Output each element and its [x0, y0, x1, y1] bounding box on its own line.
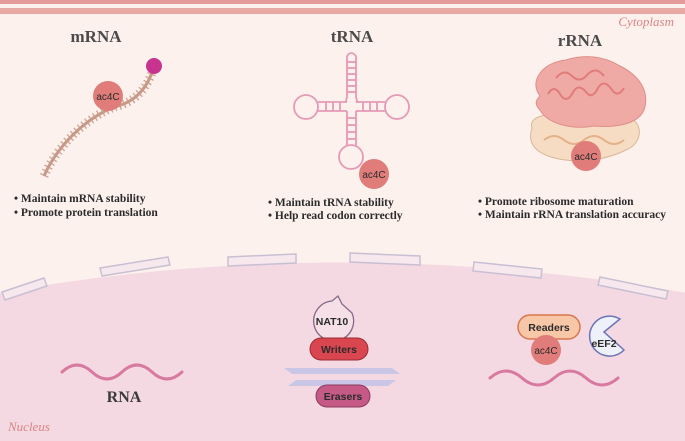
svg-text:Erasers: Erasers — [324, 391, 363, 403]
rna-label: RNA — [107, 389, 142, 406]
svg-text:Readers: Readers — [528, 322, 570, 334]
rrna-ac4c-marker: ac4C — [571, 141, 601, 171]
mrna-5prime-cap-icon — [146, 58, 162, 74]
svg-text:ac4C: ac4C — [96, 92, 119, 103]
trna-cloverleaf-icon — [293, 52, 410, 170]
nuclear-envelope — [1, 252, 669, 301]
rrna-functions-list: • Promote ribosome maturation • Maintain… — [478, 196, 666, 221]
reader-rna-strand-icon — [488, 369, 620, 387]
nucleus-ac4c-marker: ac4C — [531, 335, 561, 365]
eef2-label: eEF2 — [591, 338, 616, 350]
mrna-function-2: • Promote protein translation — [14, 207, 158, 219]
rrna-function-2: • Maintain rRNA translation accuracy — [478, 209, 666, 221]
rrna-function-1: • Promote ribosome maturation — [478, 196, 634, 208]
mrna-functions-list: • Maintain mRNA stability • Promote prot… — [14, 193, 158, 219]
cell-membrane-inner — [0, 8, 685, 14]
erasers-pill: Erasers — [315, 384, 371, 408]
trna-function-1: • Maintain tRNA stability — [268, 197, 394, 209]
trna-title: tRNA — [331, 27, 374, 46]
mrna-title: mRNA — [71, 27, 123, 46]
trna-function-2: • Help read codon correctly — [268, 210, 403, 222]
svg-text:ac4C: ac4C — [534, 346, 557, 357]
nat10-enzyme-icon: NAT10 — [313, 294, 355, 342]
mrna-function-1: • Maintain mRNA stability — [14, 193, 146, 205]
readers-pill: Readers — [517, 314, 581, 340]
mrna-ac4c-marker: ac4C — [93, 81, 123, 111]
trna-functions-list: • Maintain tRNA stability • Help read co… — [268, 197, 403, 222]
cell-membrane-outer — [0, 0, 685, 4]
ribosome-icon — [530, 56, 647, 162]
cytoplasm-label: Cytoplasm — [618, 14, 674, 29]
nat10-label: NAT10 — [316, 316, 349, 328]
svg-text:ac4C: ac4C — [362, 170, 385, 181]
svg-text:ac4C: ac4C — [574, 152, 597, 163]
trna-ac4c-marker: ac4C — [359, 159, 389, 189]
rna-strand-icon — [60, 363, 184, 381]
nucleus-label: Nucleus — [7, 419, 50, 434]
eef2-protein-icon: eEF2 — [588, 315, 626, 357]
writers-erasers-arrows — [284, 368, 400, 386]
svg-text:Writers: Writers — [321, 344, 357, 356]
writers-pill: Writers — [309, 337, 369, 361]
rrna-title: rRNA — [558, 31, 603, 50]
